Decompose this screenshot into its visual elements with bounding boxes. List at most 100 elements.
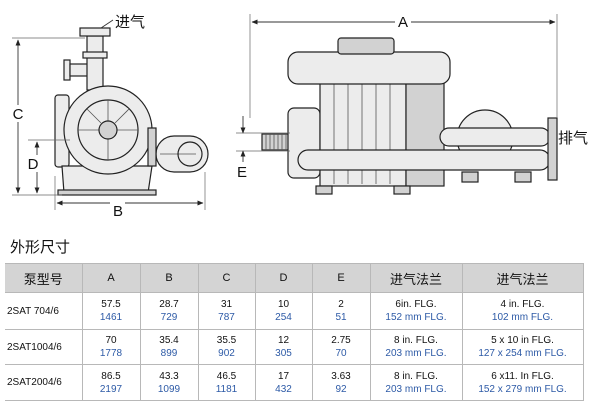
mounting-foot-4	[514, 171, 532, 183]
value-imperial: 3.63	[331, 370, 351, 382]
value-metric: 203 mm FLG.	[385, 383, 447, 395]
pump-body-ribs	[333, 84, 391, 184]
value-imperial: 2	[338, 299, 344, 310]
inlet-pipe-collar	[82, 51, 108, 59]
dimension-c-label: C	[13, 106, 24, 123]
value-imperial: 8 in. FLG.	[394, 370, 438, 382]
model-cell: 2SAT1004/6	[5, 329, 83, 365]
mounting-foot-3	[461, 171, 479, 183]
dimension-b-label: B	[113, 203, 123, 220]
pump-dimension-drawing: C D B 进气 A E 排气	[11, 13, 588, 220]
model-cell: 2SAT 704/6	[5, 292, 83, 330]
value-imperial: 35.5	[216, 335, 237, 346]
value-imperial: 57.5	[101, 299, 121, 310]
dimension-a-label-bg	[395, 13, 411, 30]
header-b: B	[139, 263, 199, 293]
value-metric: 899	[160, 348, 178, 359]
cell-flange-1: 6in. FLG.152 mm FLG.	[369, 292, 463, 330]
value-metric: 432	[275, 383, 292, 395]
header-e: E	[311, 263, 371, 293]
inlet-side-stub	[69, 63, 89, 77]
outlet-flange	[147, 127, 157, 167]
header-flange-1: 进气法兰	[369, 263, 463, 293]
value-imperial: 35.4	[159, 335, 179, 346]
side-view-dimensions: C D B 进气	[11, 13, 206, 220]
value-metric: 51	[335, 312, 347, 323]
value-imperial: 8 in. FLG.	[394, 335, 438, 346]
inlet-side-flange	[63, 59, 71, 81]
value-metric: 92	[335, 383, 347, 395]
header-model: 泵型号	[5, 263, 83, 293]
base-foot	[57, 189, 157, 196]
value-metric: 127 x 254 mm FLG.	[478, 348, 567, 359]
pump-side-view	[54, 27, 209, 196]
header-d: D	[254, 263, 313, 293]
mounting-foot-2	[393, 185, 411, 195]
lower-discharge-pipe	[297, 149, 551, 171]
value-metric: 2197	[99, 383, 123, 395]
cell-flange-2: 4 in. FLG.102 mm FLG.	[461, 292, 584, 330]
value-imperial: 70	[105, 335, 117, 346]
header-c: C	[197, 263, 256, 293]
value-imperial: 4 in. FLG.	[500, 299, 545, 310]
value-metric: 787	[218, 312, 235, 323]
dimension-d-label: D	[28, 156, 39, 173]
value-metric: 152 x 279 mm FLG.	[478, 383, 567, 395]
value-metric: 70	[335, 348, 347, 359]
value-metric: 203 mm FLG.	[385, 348, 447, 359]
cell-flange-2: 6 x11. In FLG.152 x 279 mm FLG.	[461, 364, 584, 401]
inlet-flange	[79, 27, 111, 37]
casing-ribs	[78, 100, 138, 160]
dimension-c-label-bg	[11, 105, 25, 122]
cell-a: 57.5 1461	[81, 292, 141, 330]
value-imperial: 6 x11. In FLG.	[491, 370, 554, 382]
value-imperial: 2.75	[331, 335, 351, 346]
value-metric: 729	[160, 312, 178, 323]
value-imperial: 17	[277, 370, 290, 382]
outlet-pipe-end	[177, 141, 203, 167]
cell-b: 35.4 899	[139, 329, 199, 365]
shaft-hub	[98, 120, 118, 140]
outlet-label: 排气	[558, 129, 588, 147]
inlet-pipe	[86, 35, 104, 91]
value-metric: 1099	[157, 383, 181, 395]
outlet-flange-top-view	[547, 117, 558, 181]
inlet-pointer-line	[100, 19, 114, 29]
value-metric: 1181	[215, 383, 238, 395]
dimension-e-label: E	[237, 164, 247, 181]
value-metric: 254	[275, 312, 292, 323]
value-imperial: 86.5	[101, 370, 121, 382]
mounting-foot-1	[315, 185, 333, 195]
value-metric: 305	[275, 348, 292, 359]
header-flange-2: 进气法兰	[461, 263, 584, 293]
value-metric: 1461	[99, 312, 123, 323]
top-inlet-flange	[337, 37, 395, 55]
inlet-label: 进气	[115, 13, 145, 31]
value-imperial: 31	[220, 299, 233, 310]
value-imperial: 12	[277, 335, 290, 346]
value-imperial: 5 x 10 in FLG.	[491, 335, 554, 346]
dimension-table: 泵型号 A B C D E 进气法兰 进气法兰 2SAT 704/6 57.5 1…	[5, 263, 584, 401]
cell-flange-1: 8 in. FLG. 203 mm FLG.	[369, 329, 463, 365]
cell-flange-1: 8 in. FLG.203 mm FLG.	[369, 364, 463, 401]
header-a: A	[81, 263, 141, 293]
section-heading: 外形尺寸	[10, 238, 71, 256]
top-view-dimensions: A E 排气	[236, 13, 588, 181]
top-cover	[287, 51, 451, 85]
value-imperial: 10	[277, 299, 290, 310]
cell-flange-2: 5 x 10 in FLG. 127 x 254 mm FLG.	[461, 329, 584, 365]
value-metric: 152 mm FLG.	[385, 312, 447, 323]
upper-discharge-pipe	[439, 127, 551, 147]
value-imperial: 46.5	[216, 370, 237, 382]
value-imperial: 43.3	[159, 370, 179, 382]
